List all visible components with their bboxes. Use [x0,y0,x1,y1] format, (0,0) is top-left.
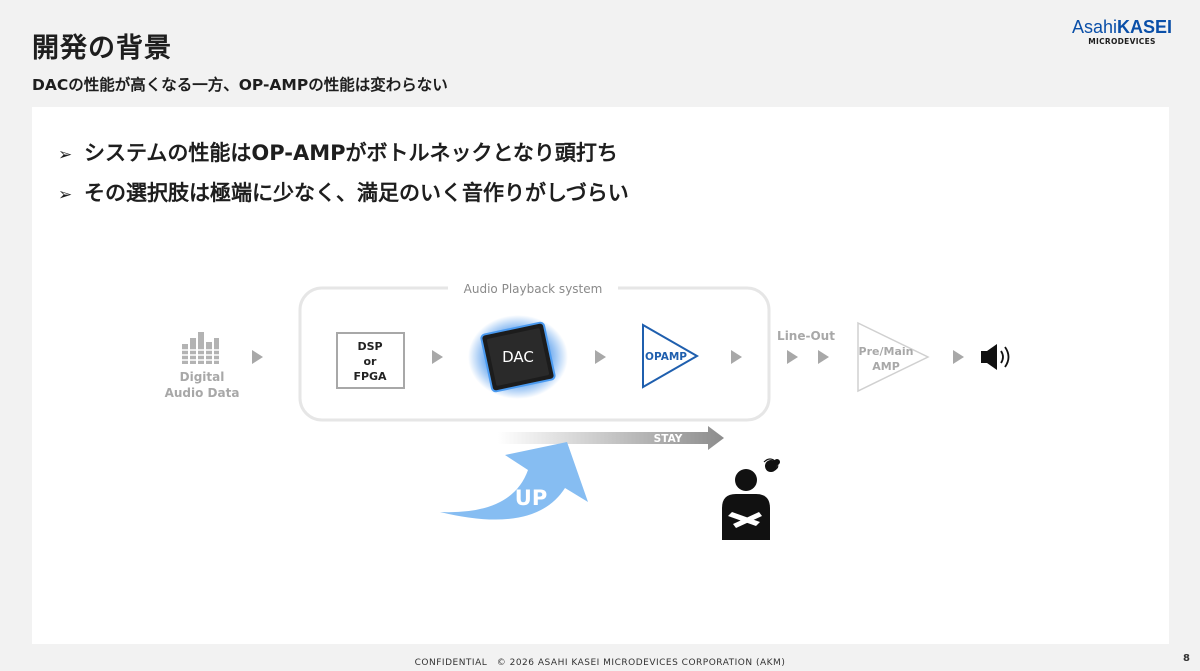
bullet-2-text: その選択肢は極端に少なく、満足のいく音作りがしづらい [84,181,629,205]
dac-label: DAC [502,348,534,366]
slide-title: 開発の背景 [32,33,172,64]
footer-confidential: CONFIDENTIAL © 2026 ASAHI KASEI MICRODEV… [414,658,786,668]
equalizer-icon [182,332,219,364]
system-label: Audio Playback system [464,282,603,296]
digital-data-label-2: Audio Data [165,386,240,400]
speaker-icon [981,344,1010,370]
bullet-1: ➢ システムの性能はOP-AMPがボトルネックとなり頭打ち [58,137,618,167]
dsp-block: DSP or FPGA [336,332,405,389]
bullet-2: ➢ その選択肢は極端に少なく、満足のいく音作りがしづらい [58,177,629,207]
logo-wordmark: AsahiKASEI [1070,17,1174,38]
slide-subtitle: DACの性能が高くなる一方、OP-AMPの性能は変わらない [32,76,448,94]
up-label: UP [515,486,547,510]
dsp-label-3: FPGA [353,370,387,383]
arrow-icon [787,350,798,364]
arrow-icon [818,350,829,364]
dsp-label-2: or [364,355,378,368]
bullet-1-text: システムの性能はOP-AMPがボトルネックとなり頭打ち [84,141,618,165]
logo-asahi: Asahi [1071,17,1117,37]
arrow-icon [953,350,964,364]
stay-label: STAY [654,433,683,445]
line-out-label: Line-Out [777,329,835,343]
page-number: 8 [1183,653,1190,664]
dsp-label-1: DSP [357,340,382,353]
bullet-arrow-icon: ➢ [58,145,73,165]
amp-label-1: Pre/Main [859,345,914,358]
digital-data-label-1: Digital [180,370,225,384]
arrow-icon [252,350,263,364]
up-arrow: UP [440,442,588,520]
dac-chip: DAC [468,315,568,399]
opamp-block: OPAMP [642,323,700,389]
arrow-icon [432,350,443,364]
opamp-label: OPAMP [645,351,687,363]
company-logo: AsahiKASEI MICRODEVICES [1070,17,1174,46]
arrow-icon [731,350,742,364]
amp-label-2: AMP [872,360,900,373]
bullet-arrow-icon: ➢ [58,185,73,205]
arrow-icon [595,350,606,364]
frustrated-person-icon [722,459,780,540]
logo-microdevices: MICRODEVICES [1088,37,1156,46]
stay-arrow: STAY [498,426,724,450]
logo-kasei: KASEI [1117,17,1173,37]
amp-block: Pre/Main AMP [857,321,930,393]
